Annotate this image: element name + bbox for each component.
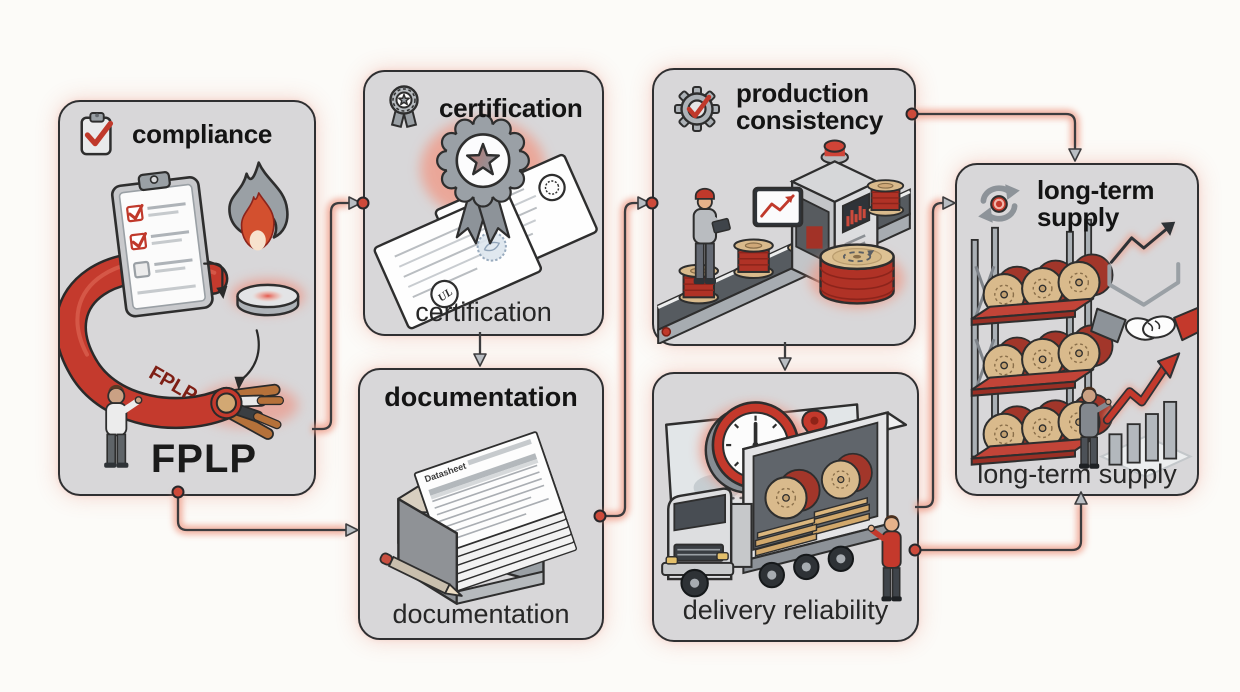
connector-documentation-to-production xyxy=(600,196,651,521)
person-figure xyxy=(1079,386,1112,469)
delivery-illustration xyxy=(661,401,908,602)
certification-caption: certification xyxy=(415,297,552,327)
growth-arrow-icon xyxy=(1107,221,1181,307)
longterm-caption: long-term supply xyxy=(977,459,1177,489)
smoke-detector-icon xyxy=(236,283,300,317)
documentation-box: documentation Datasheet xyxy=(358,368,604,640)
longterm-title-line1: long-term xyxy=(1037,175,1155,205)
flow-arrow xyxy=(203,262,260,390)
flame-icon xyxy=(228,161,289,251)
quality-monitor-icon xyxy=(752,186,804,228)
longterm-illustration xyxy=(970,218,1197,478)
folder-documents-icon: Datasheet xyxy=(397,431,578,605)
truck-wheels xyxy=(680,545,855,598)
fplp-product-label: FPLP xyxy=(150,437,258,481)
certification-box: certification xyxy=(363,70,604,336)
award-ribbon-icon xyxy=(389,85,419,129)
connector-delivery-to-longterm-left xyxy=(915,196,956,512)
certification-title: certification xyxy=(439,93,583,124)
compliance-header: compliance xyxy=(76,112,272,158)
certification-header: certification xyxy=(381,82,583,136)
connector-production-to-longterm-top xyxy=(912,109,1082,162)
pencil-icon xyxy=(379,552,463,597)
compliance-box: compliance FPLP xyxy=(58,100,316,496)
person-figure xyxy=(104,384,143,468)
production-title-line1: production xyxy=(736,78,869,108)
connector-compliance-to-certification xyxy=(312,196,362,434)
person-figure xyxy=(867,515,902,602)
clipboard-check-icon xyxy=(80,112,114,156)
delivery-caption: delivery reliability xyxy=(682,595,889,625)
documentation-caption: documentation xyxy=(392,599,570,629)
longterm-supply-box: long-term supply xyxy=(955,163,1199,496)
cycle-arrows-icon xyxy=(978,184,1020,224)
connector-compliance-to-documentation xyxy=(173,492,359,537)
documentation-title: documentation xyxy=(384,382,578,412)
gear-check-icon xyxy=(674,86,720,133)
certification-illustration: UL xyxy=(373,113,598,330)
connector-production-to-delivery xyxy=(778,342,792,371)
cable-spool-icon xyxy=(810,243,904,308)
growth-chart-icon xyxy=(1098,352,1193,478)
compliance-illustration: FPLP xyxy=(60,161,305,468)
production-title-line2: consistency xyxy=(736,105,883,136)
production-consistency-box: production consistency xyxy=(652,68,916,346)
truck-cab xyxy=(661,487,735,581)
compliance-title: compliance xyxy=(132,119,273,150)
award-badge-icon xyxy=(436,113,530,208)
connector-certification-to-documentation xyxy=(473,332,487,367)
connector-delivery-to-longterm-bottom xyxy=(915,491,1088,555)
documentation-illustration: Datasheet xyxy=(379,431,578,605)
checklist-clipboard-icon xyxy=(110,171,214,318)
delivery-reliability-box: delivery reliability xyxy=(652,372,919,642)
production-illustration xyxy=(657,139,911,344)
longterm-title-line2: supply xyxy=(1037,202,1119,233)
delivery-truck-icon xyxy=(661,411,908,598)
worker-figure xyxy=(692,187,731,285)
longterm-header: long-term supply xyxy=(973,175,1155,233)
production-header: production consistency xyxy=(670,78,883,136)
storage-rack-icon xyxy=(970,218,1114,466)
handshake-icon xyxy=(1090,307,1197,344)
